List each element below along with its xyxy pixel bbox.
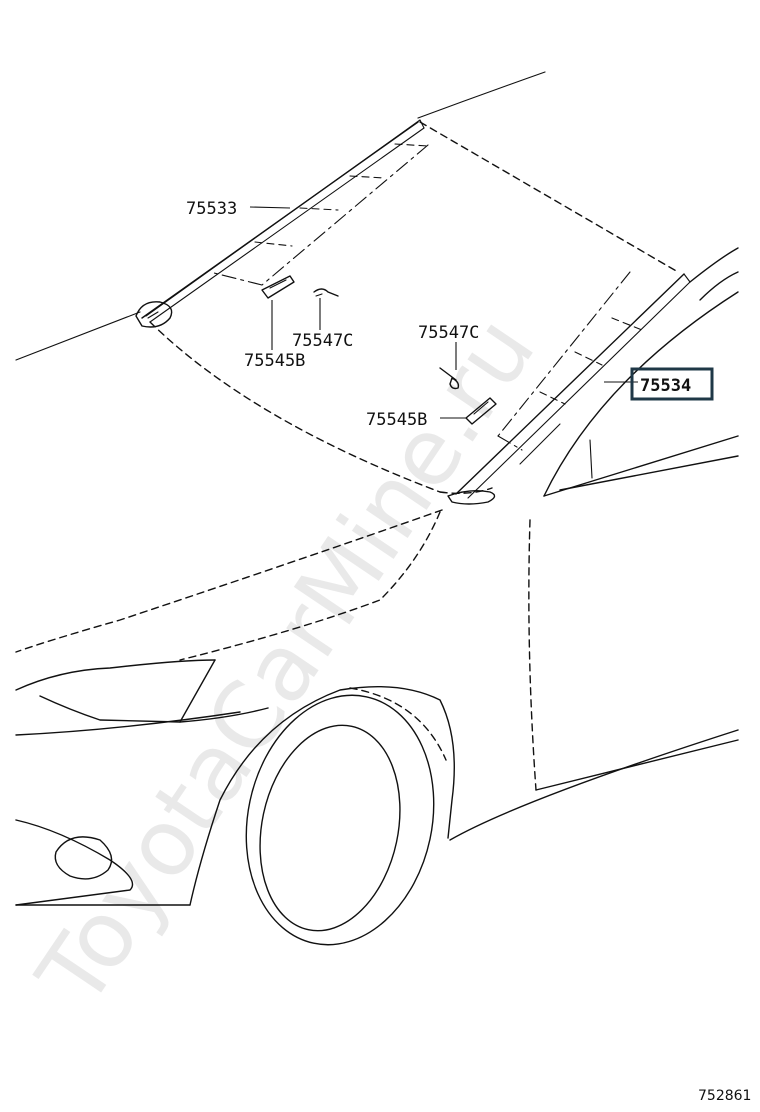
body-outline [15, 247, 739, 946]
clip-75545B-right [465, 397, 497, 425]
clip-75547C-right [439, 367, 460, 390]
clip-75547C-left [313, 288, 339, 297]
part-label-75533[interactable]: 75533 [186, 199, 237, 219]
roof-outline [15, 71, 546, 361]
windshield-glass [149, 121, 679, 495]
part-label-75545B-left[interactable]: 75545B [244, 351, 305, 371]
part-label-75547C-left[interactable]: 75547C [292, 331, 353, 351]
part-label-75547C-right[interactable]: 75547C [418, 323, 479, 343]
diagram-reference-code: 752861 [698, 1088, 751, 1104]
left-roof-moulding [135, 119, 425, 328]
part-label-75545B-right[interactable]: 75545B [366, 410, 427, 430]
watermark-text: ToyotaCarMine.ru [17, 298, 556, 1025]
right-pillar-moulding [447, 273, 691, 505]
clip-75545B-left [261, 275, 295, 299]
leader-lines [249, 206, 638, 419]
part-label-75534[interactable]: 75534 [640, 376, 691, 396]
highlight-box-75534 [630, 367, 714, 401]
